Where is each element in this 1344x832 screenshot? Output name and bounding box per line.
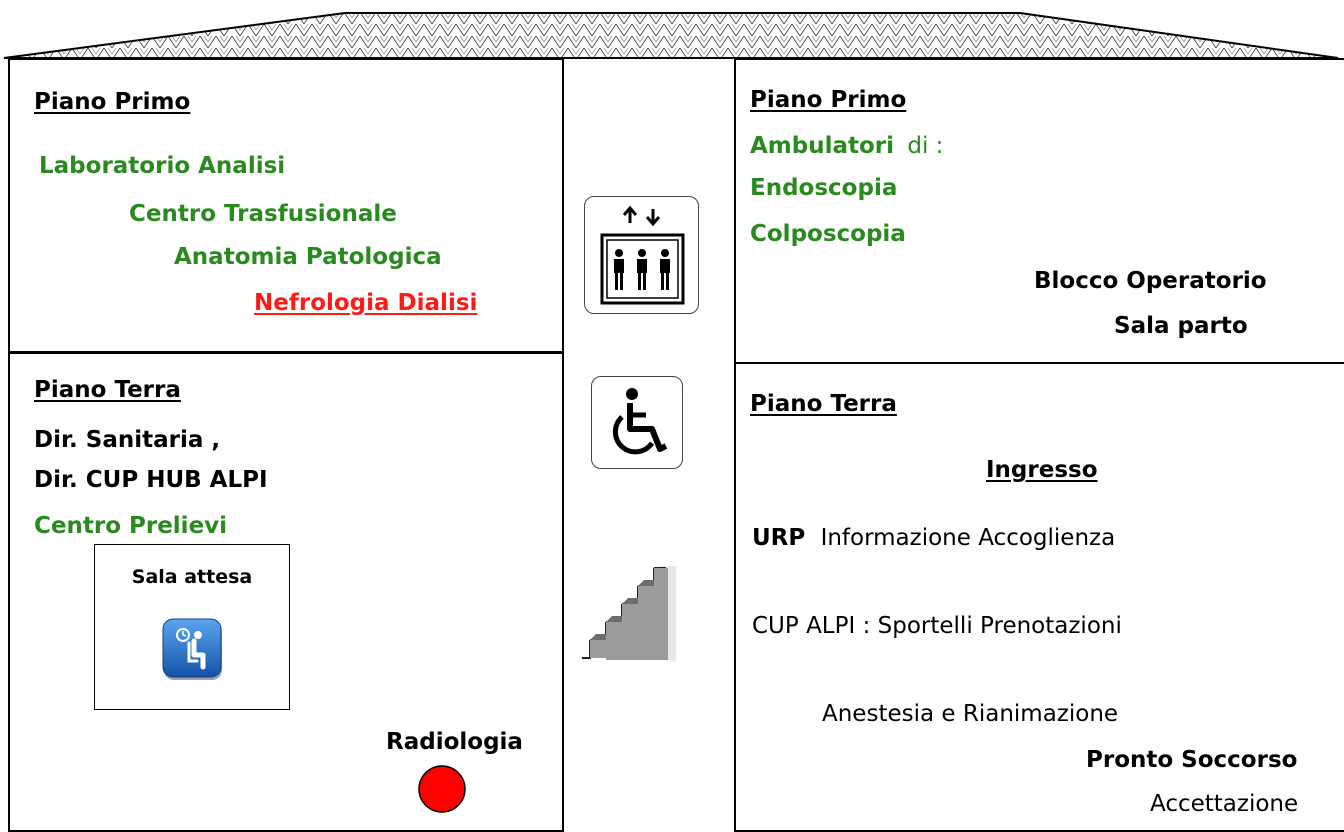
radiology-label: Radiologia [386,729,523,755]
item-anatomia-patologica: Anatomia Patologica [174,244,442,270]
right-first-floor-heading: Piano Primo [750,87,907,113]
urp-abbr: URP [752,525,806,551]
item-dir-cup-hub-alpi: Dir. CUP HUB ALPI [34,467,268,493]
item-colposcopia: Colposcopia [750,221,906,247]
panel-right-first-floor: Piano Primo Ambulatori di : Endoscopia C… [734,58,1344,364]
waiting-room-icon [162,618,222,680]
cup-alpi-line: CUP ALPI : Sportelli Prenotazioni [752,613,1122,639]
panel-left-first-floor: Piano Primo Laboratorio Analisi Centro T… [8,58,564,353]
item-blocco-operatorio: Blocco Operatorio [1034,268,1267,294]
item-sala-parto: Sala parto [1114,313,1248,339]
clinics-line: Ambulatori di : [750,132,943,160]
item-endoscopia: Endoscopia [750,175,898,201]
middle-column [564,58,736,828]
emergency-line: Pronto Soccorso [1086,747,1298,773]
left-first-floor-heading: Piano Primo [34,89,191,115]
acceptance-line: Accettazione [1150,791,1299,817]
anesthesia-line: Anestesia e Rianimazione [822,701,1119,727]
clinics-suffix: di : [907,133,944,159]
item-centro-trasfusionale: Centro Trasfusionale [129,201,397,227]
item-laboratorio-analisi: Laboratorio Analisi [39,153,286,179]
right-ground-floor-heading: Piano Terra [750,391,897,417]
urp-line: URP Informazione Accoglienza [752,524,1115,552]
item-centro-prelievi: Centro Prelievi [34,513,228,539]
waiting-room-box: Sala attesa [94,544,290,710]
accessibility-sign [591,376,683,469]
panel-right-ground-floor: Piano Terra Ingresso URP Informazione Ac… [734,362,1344,832]
waiting-room-label: Sala attesa [131,566,253,588]
elevator-icon [600,205,685,305]
item-dir-sanitaria: Dir. Sanitaria , [34,427,221,453]
radiology-marker [418,765,466,813]
elevator-sign [584,196,699,314]
stairs-icon [582,566,676,662]
panel-left-ground-floor: Piano Terra Dir. Sanitaria , Dir. CUP HU… [8,352,564,832]
wheelchair-icon [612,388,668,455]
left-ground-floor-heading: Piano Terra [34,377,181,403]
item-nefrologia-dialisi: Nefrologia Dialisi [254,290,478,316]
clinics-word: Ambulatori [750,133,895,159]
urp-text: Informazione Accoglienza [820,525,1116,551]
entrance-label: Ingresso [986,457,1098,483]
